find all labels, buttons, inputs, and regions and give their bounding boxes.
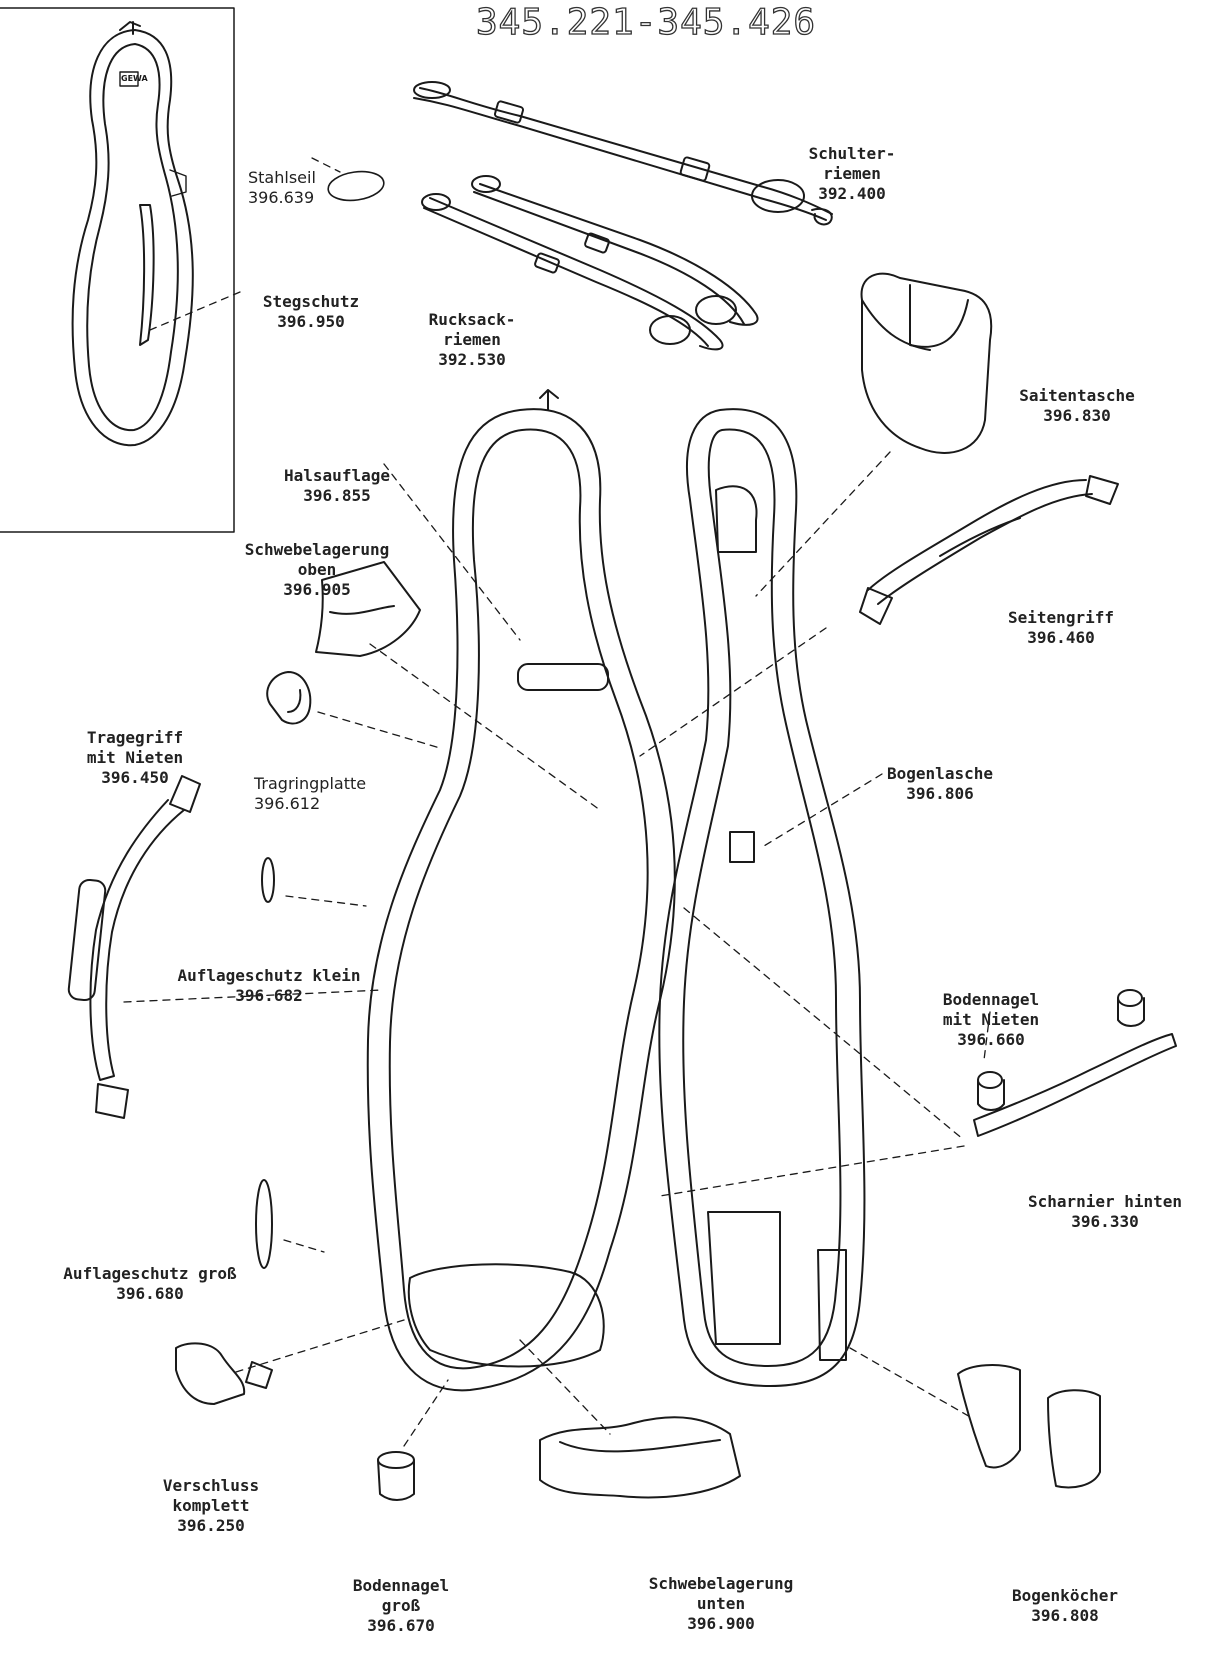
- tragegriff-drawing: [67, 775, 201, 1119]
- seitengriff-drawing: [859, 475, 1119, 625]
- bodennagel-gross-drawing: [377, 1451, 415, 1501]
- case-left-drawing: [366, 389, 676, 1392]
- diagram-title: 345.221-345.426: [475, 1, 817, 43]
- inset-logo: GEWA: [121, 74, 148, 83]
- rucksackriemen-drawing: [421, 175, 759, 351]
- tragringplatte-drawing: [266, 671, 312, 725]
- verschluss-drawing: [175, 1342, 273, 1405]
- auflageschutz-gross-drawing: [255, 1179, 273, 1269]
- stahlseil-drawing: [327, 170, 385, 202]
- exploded-diagram: [0, 7, 1177, 1501]
- schulterriemen-drawing: [413, 81, 833, 226]
- schwebe-unten-drawing: [539, 1416, 741, 1499]
- inset-frame: [0, 7, 235, 533]
- case-right-drawing: [658, 408, 866, 1387]
- auflageschutz-klein-drawing: [261, 857, 275, 903]
- leader-lines: [123, 157, 991, 1447]
- saitentasche-drawing: [860, 272, 993, 454]
- bogenkoecher-drawing: [957, 1364, 1101, 1489]
- schwebe-oben-drawing: [315, 561, 421, 657]
- bodennagel-scharnier-drawing: [973, 989, 1177, 1137]
- inset-case-drawing: [71, 21, 194, 447]
